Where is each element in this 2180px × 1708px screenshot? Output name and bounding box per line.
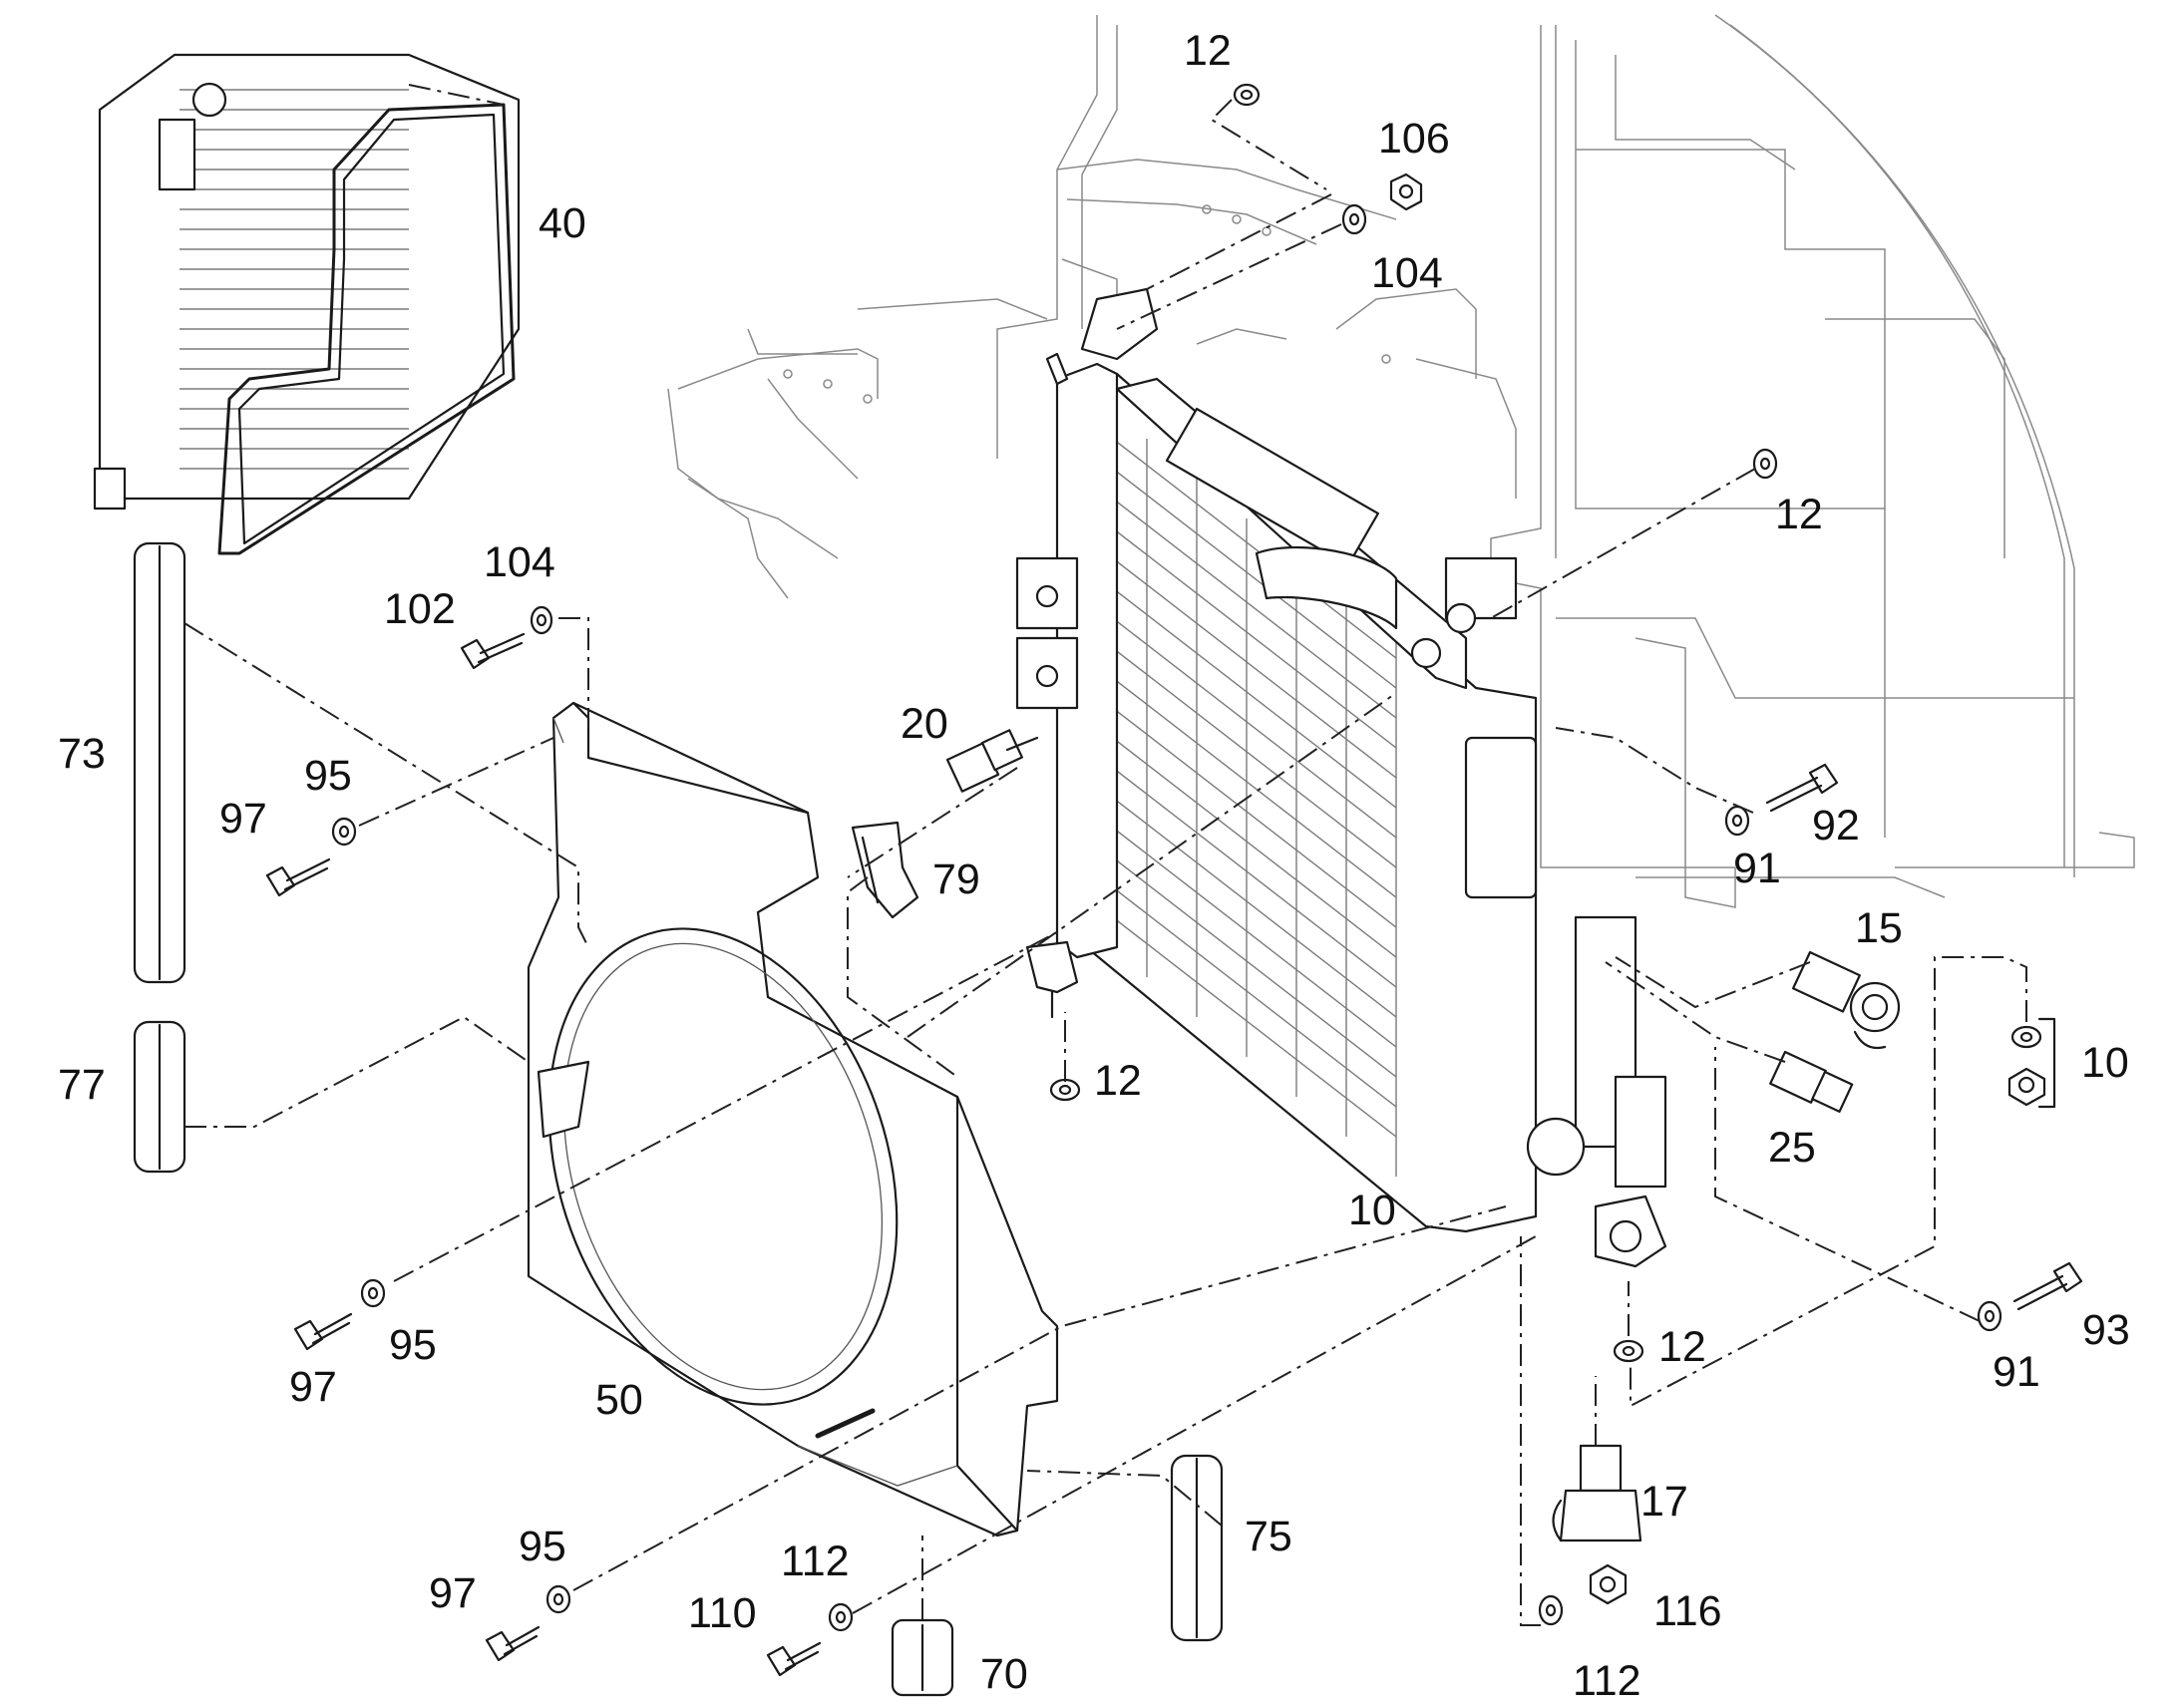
callout-95-low: 95: [519, 1523, 566, 1570]
callout-92: 92: [1812, 802, 1860, 850]
callout-12-top: 12: [1184, 27, 1232, 75]
radiator-assembly-10: [1015, 287, 1667, 1268]
bolt-110: [766, 1641, 822, 1677]
washer-12-right: [1752, 448, 1778, 480]
callout-95-upper: 95: [304, 752, 352, 800]
callout-40: 40: [539, 199, 586, 247]
callout-12-mid: 12: [1094, 1057, 1142, 1105]
fitting-20: [945, 729, 1039, 793]
callout-12-low: 12: [1658, 1323, 1706, 1371]
washer-112-mid: [828, 1602, 854, 1632]
bracket-10: [2037, 1017, 2056, 1109]
fitting-17: [1552, 1444, 1642, 1542]
callout-77: 77: [58, 1061, 106, 1109]
callout-12-right: 12: [1775, 491, 1823, 538]
bolt-92: [1765, 763, 1839, 813]
seal-strip-77: [133, 1020, 186, 1174]
callout-112-mid: 112: [781, 1537, 850, 1585]
callout-10-center: 10: [1348, 1187, 1396, 1234]
callout-104-top: 104: [1371, 249, 1443, 297]
callout-70: 70: [980, 1650, 1028, 1698]
machine-frame: [667, 14, 2135, 908]
callout-104-left: 104: [484, 538, 555, 586]
callout-91-lower: 91: [1993, 1348, 2040, 1396]
nut-116: [1589, 1563, 1628, 1605]
clip-70: [891, 1618, 954, 1697]
callout-75: 75: [1245, 1513, 1292, 1560]
callout-91-upper: 91: [1733, 845, 1781, 892]
fan-shroud-50: [527, 701, 1059, 1537]
callouts: 12 106 40 104 104 102 12 73 95 97 20 79 …: [58, 27, 2130, 1705]
callout-93: 93: [2082, 1306, 2130, 1354]
callout-10-right: 10: [2081, 1039, 2129, 1087]
seal-bracket-79: [851, 821, 919, 919]
washer-95-upper: [331, 817, 357, 847]
sensor-15: [1791, 950, 1901, 1050]
washer-104-left: [530, 605, 553, 635]
callout-102: 102: [384, 585, 456, 633]
bolt-97-upper: [265, 857, 331, 897]
callout-112-low: 112: [1573, 1657, 1641, 1705]
callout-17: 17: [1640, 1478, 1688, 1526]
washer-104-top: [1341, 203, 1367, 235]
gasket-40: [217, 103, 516, 555]
callout-97-upper: 97: [219, 795, 267, 843]
sensor-25: [1769, 1050, 1854, 1113]
callout-116: 116: [1653, 1587, 1722, 1635]
nut-106: [1389, 172, 1423, 211]
callout-95-mid: 95: [389, 1321, 437, 1369]
washer-12-top: [1233, 83, 1261, 107]
condenser-module-40: [93, 53, 521, 511]
callout-110: 110: [688, 1589, 757, 1637]
callout-106: 106: [1378, 115, 1450, 163]
nut-10-right: [2007, 1067, 2046, 1107]
washer-95-low: [545, 1584, 571, 1614]
bolt-97-low: [485, 1625, 541, 1662]
washer-12-low: [1613, 1339, 1644, 1363]
seal-strip-75: [1170, 1454, 1224, 1642]
bolt-97-mid: [293, 1312, 353, 1351]
callout-20: 20: [901, 700, 948, 748]
washer-91-upper: [1724, 805, 1750, 837]
bolt-102: [460, 632, 526, 670]
callout-73: 73: [58, 730, 106, 778]
callout-15: 15: [1855, 904, 1903, 952]
washer-10-right: [2010, 1025, 2042, 1049]
callout-97-mid: 97: [289, 1363, 337, 1411]
washer-95-mid: [360, 1278, 386, 1308]
callout-79: 79: [932, 855, 980, 903]
washer-112-low: [1538, 1594, 1564, 1626]
seal-strip-73: [133, 541, 186, 984]
callout-25: 25: [1768, 1124, 1816, 1172]
washer-12-mid: [1049, 1078, 1081, 1102]
callout-97-low: 97: [429, 1569, 477, 1617]
leader-lines: [183, 84, 2027, 1626]
bolt-93: [2012, 1261, 2083, 1311]
callout-50: 50: [595, 1376, 643, 1424]
washer-91-lower: [1977, 1300, 2002, 1332]
